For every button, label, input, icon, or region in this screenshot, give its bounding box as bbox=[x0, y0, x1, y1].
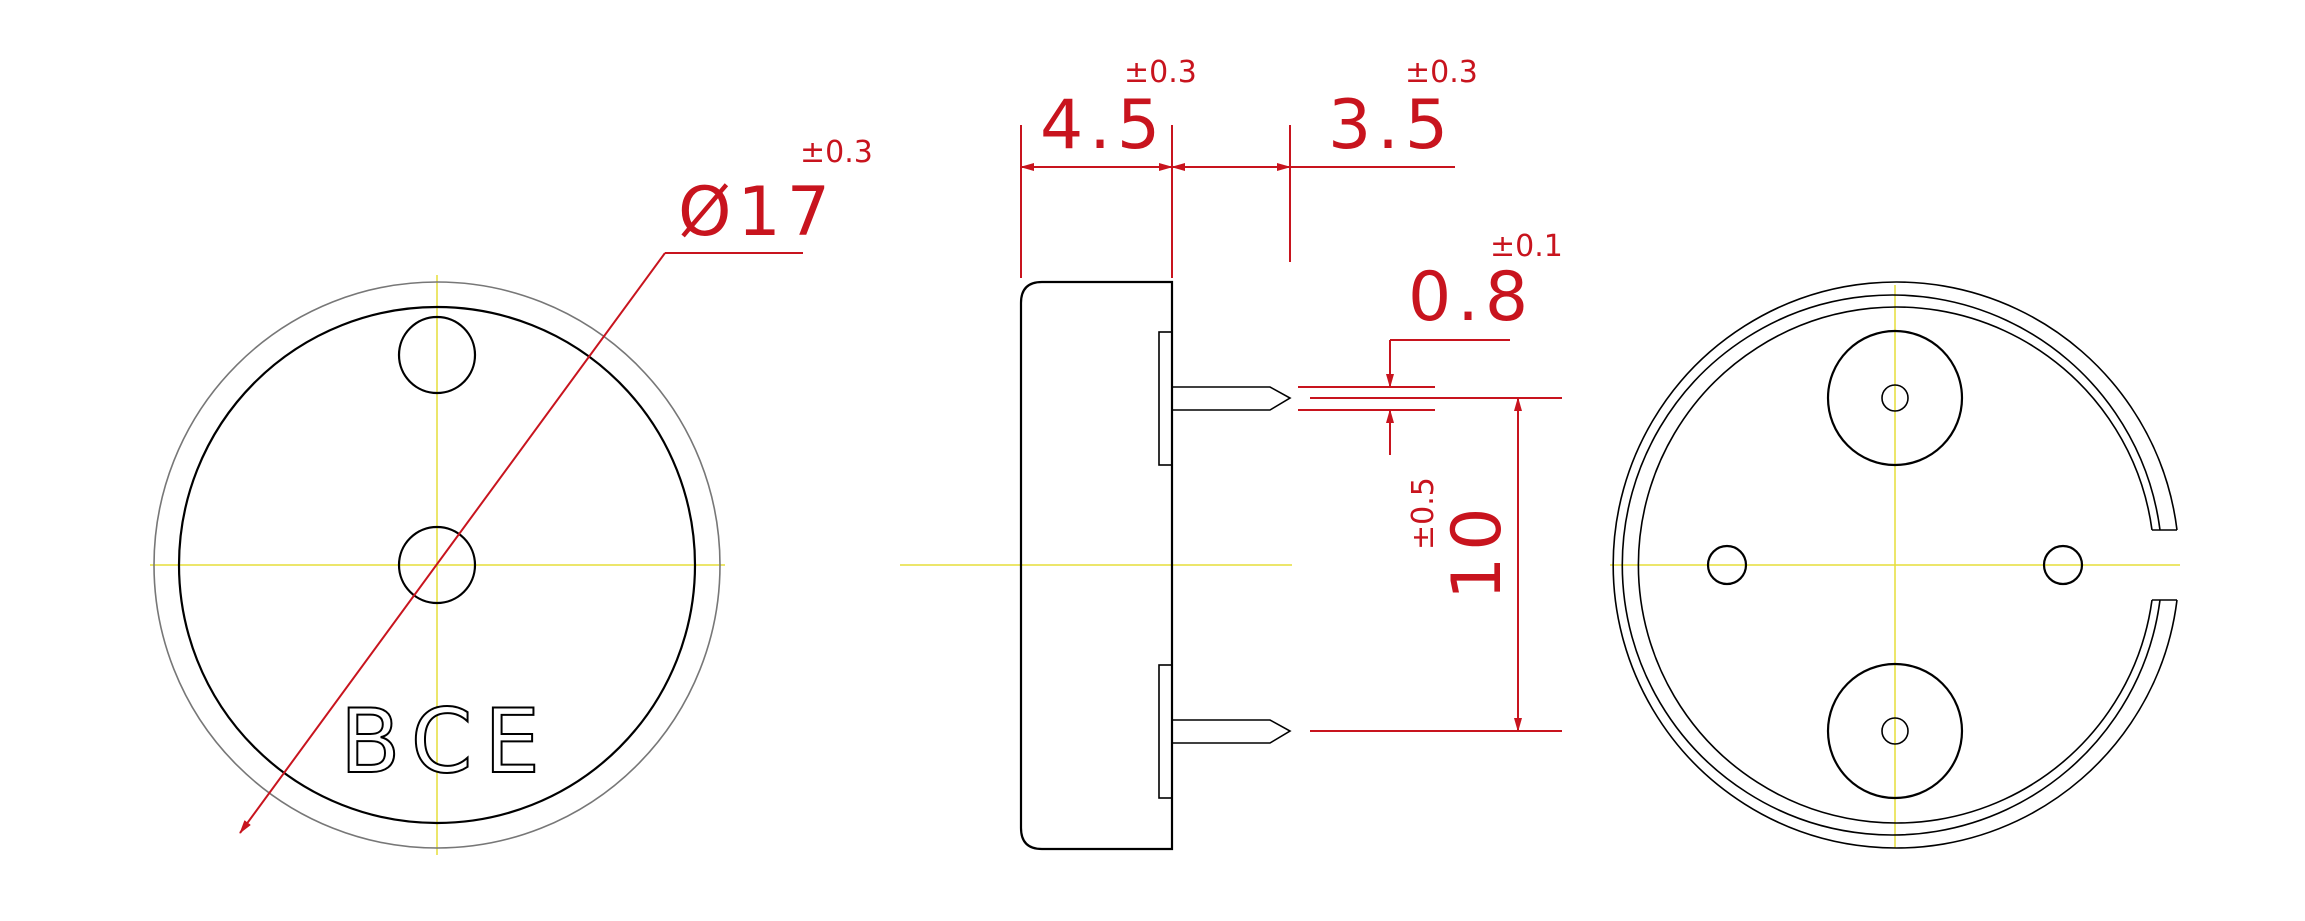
diameter-label: Ø17 bbox=[678, 173, 836, 252]
pin-length-tolerance: ±0.3 bbox=[1405, 55, 1478, 90]
lower-pin bbox=[1172, 719, 1292, 744]
buzzer-body-side bbox=[1019, 280, 1174, 851]
upper-pin-hole bbox=[1881, 384, 1909, 412]
back-mid-rim bbox=[1621, 294, 2161, 836]
side-view: 4.5 ±0.3 3.5 ±0.3 0.8 ±0.1 10 ±0. bbox=[900, 55, 1563, 851]
right-mount-hole bbox=[2042, 544, 2084, 586]
pin-length-label: 3.5 bbox=[1328, 86, 1454, 165]
pin-length-dimension: 3.5 ±0.3 bbox=[1171, 55, 1478, 262]
marking-text: BCE bbox=[340, 690, 552, 793]
left-mount-hole bbox=[1706, 544, 1748, 586]
diameter-tolerance: ±0.3 bbox=[800, 135, 873, 170]
diameter-dimension: Ø17 ±0.3 bbox=[239, 135, 873, 834]
pin-spacing-label: 10 bbox=[1438, 501, 1517, 600]
height-dimension: 4.5 ±0.3 bbox=[1020, 55, 1197, 278]
front-sound-hole bbox=[397, 315, 477, 395]
lower-solder-pad bbox=[1826, 662, 1964, 800]
pin-spacing-tolerance: ±0.5 bbox=[1406, 477, 1441, 550]
pin-width-tolerance: ±0.1 bbox=[1490, 229, 1563, 264]
height-label: 4.5 bbox=[1040, 86, 1166, 165]
upper-pin bbox=[1172, 386, 1292, 411]
front-outer-rim bbox=[153, 281, 721, 849]
lower-pin-hole bbox=[1881, 717, 1909, 745]
upper-pin-base bbox=[1158, 331, 1173, 466]
lower-pin-base bbox=[1158, 664, 1173, 799]
height-tolerance: ±0.3 bbox=[1124, 55, 1197, 90]
front-view: BCE Ø17 ±0.3 bbox=[150, 135, 873, 855]
back-outer-rim bbox=[1612, 281, 2178, 849]
upper-solder-pad bbox=[1826, 329, 1964, 467]
front-body-circle bbox=[177, 305, 697, 825]
diameter-leader-line bbox=[239, 252, 666, 834]
pin-width-dimension: 0.8 ±0.1 bbox=[1298, 229, 1563, 455]
front-center-hole bbox=[397, 525, 477, 605]
back-view bbox=[1610, 281, 2180, 849]
pin-width-label: 0.8 bbox=[1408, 258, 1534, 337]
pin-spacing-dimension: 10 ±0.5 bbox=[1310, 397, 1562, 732]
back-inner-rim bbox=[1637, 306, 2153, 824]
